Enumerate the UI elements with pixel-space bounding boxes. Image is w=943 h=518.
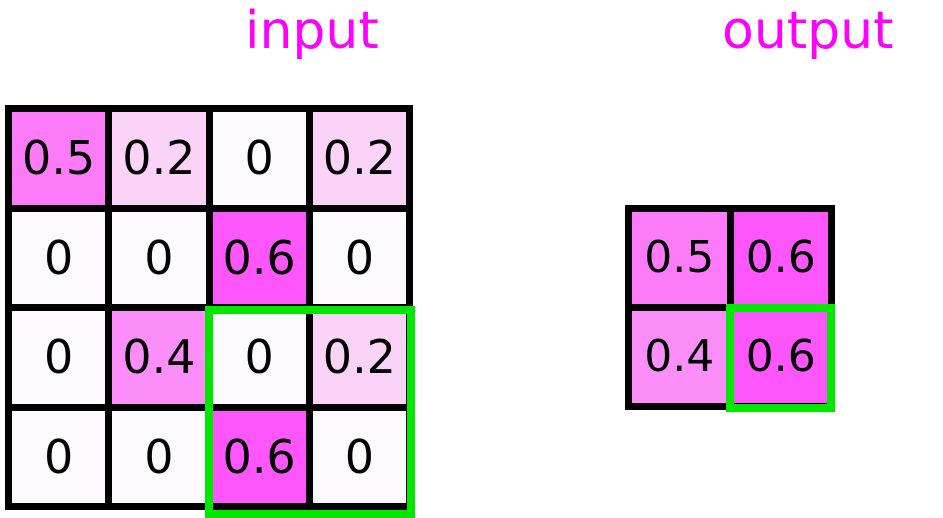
input-title: input <box>245 1 379 61</box>
input-cell-r1-c0: 0 <box>12 211 106 304</box>
output-cell-r0-c0: 0.5 <box>632 212 727 304</box>
input-cell-r0-c0: 0.5 <box>12 112 106 205</box>
input-cell-r2-c0: 0 <box>12 311 106 404</box>
input-cell-r1-c2: 0.6 <box>212 211 306 304</box>
input-cell-r3-c2: 0.6 <box>212 410 306 503</box>
input-cell-r0-c3: 0.2 <box>312 112 406 205</box>
input-cell-r2-c3: 0.2 <box>312 311 406 404</box>
input-cell-r3-c0: 0 <box>12 410 106 503</box>
output-cell-r1-c0: 0.4 <box>632 311 727 403</box>
input-cell-r2-c2: 0 <box>212 311 306 404</box>
output-cell-r1-c1: 0.6 <box>733 311 828 403</box>
input-cell-r0-c2: 0 <box>212 112 306 205</box>
input-cell-r1-c1: 0 <box>112 211 206 304</box>
input-cell-r1-c3: 0 <box>312 211 406 304</box>
output-cell-r0-c1: 0.6 <box>733 212 828 304</box>
input-cell-r3-c3: 0 <box>312 410 406 503</box>
output-title: output <box>722 1 894 61</box>
input-cell-r2-c1: 0.4 <box>112 311 206 404</box>
input-cell-r3-c1: 0 <box>112 410 206 503</box>
input-cell-r0-c1: 0.2 <box>112 112 206 205</box>
